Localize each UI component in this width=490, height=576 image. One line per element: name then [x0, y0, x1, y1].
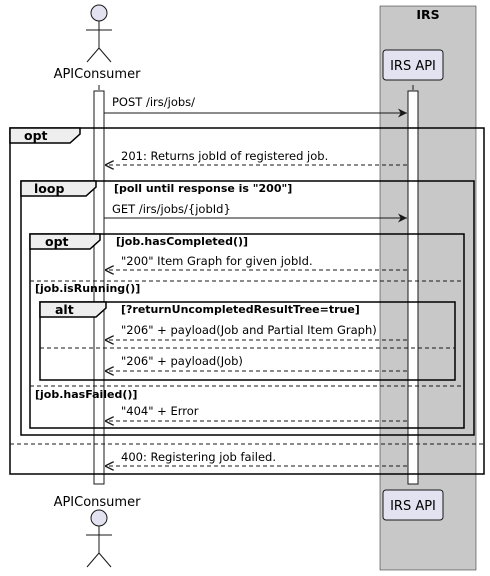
alt-keyword: alt: [55, 302, 74, 317]
irs-api-activation: [407, 90, 419, 485]
alt-tab: [39, 301, 107, 318]
opt-inner-tab: [29, 233, 101, 250]
post-jobs-label: POST /irs/jobs/: [112, 95, 195, 109]
opt-outer-frame: [9, 127, 485, 475]
consumer-label-bottom: APIConsumer: [54, 495, 142, 510]
alt-frame: [39, 301, 456, 381]
irs-box: IRS: [379, 5, 477, 571]
opt-inner-guard: [job.hasCompleted()]: [116, 235, 248, 248]
returns-jobid-label: 201: Returns jobId of registered job.: [121, 149, 328, 163]
register-failed-label: 400: Registering job failed.: [121, 450, 276, 464]
consumer-label-top: APIConsumer: [54, 67, 142, 82]
failed-guard: [job.hasFailed()]: [35, 388, 137, 401]
opt-outer-tab: [9, 127, 81, 144]
consumer-actor-bottom: [86, 509, 112, 568]
loop-keyword: loop: [34, 181, 64, 196]
opt-inner-frame: [29, 233, 465, 429]
error-404-label: "404" + Error: [121, 404, 199, 418]
opt-inner-keyword: opt: [45, 234, 69, 249]
item-graph-label: "200" Item Graph for given jobId.: [121, 254, 313, 268]
loop-frame: [20, 180, 475, 436]
consumer-activation: [93, 90, 105, 485]
irs-api-participant-bottom: IRS API: [382, 489, 444, 521]
loop-tab: [20, 180, 97, 197]
get-job-label: GET /irs/jobs/{jobId}: [112, 202, 231, 216]
alt-guard: [?returnUncompletedResultTree=true]: [121, 303, 360, 316]
irs-api-label-bottom: IRS API: [390, 499, 436, 514]
irs-api-label-top: IRS API: [390, 59, 436, 74]
opt-outer-keyword: opt: [24, 128, 48, 143]
irs-api-participant-top: IRS API: [382, 49, 444, 81]
irs-box-title: IRS: [416, 7, 439, 22]
payload-partial-label: "206" + payload(Job and Partial Item Gra…: [121, 323, 377, 337]
loop-guard: [poll until response is "200"]: [114, 182, 292, 195]
consumer-actor-top: [86, 4, 112, 63]
running-guard: [job.isRunning()]: [35, 282, 140, 295]
payload-job-label: "206" + payload(Job): [121, 354, 243, 368]
